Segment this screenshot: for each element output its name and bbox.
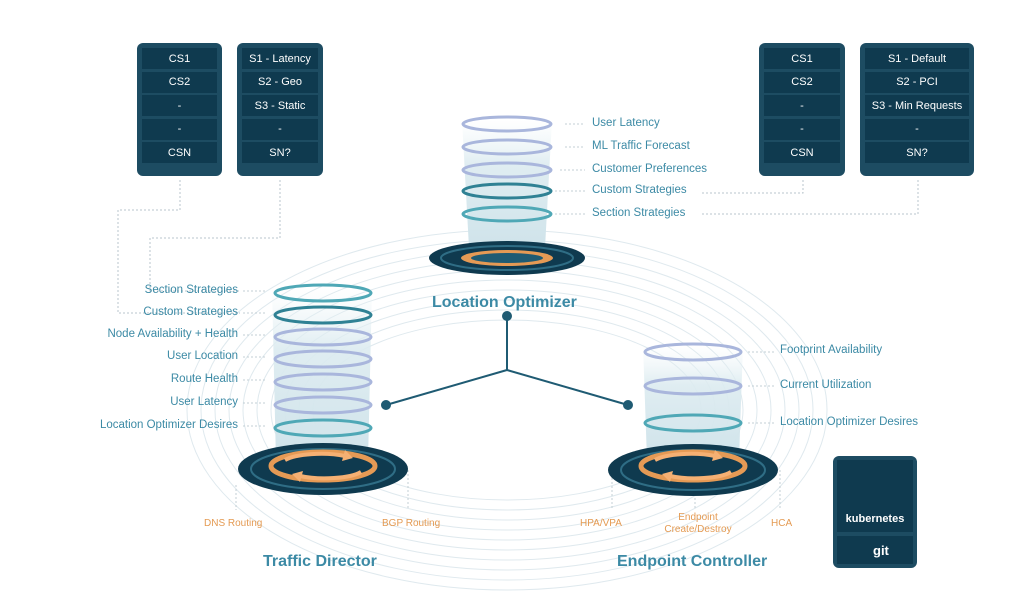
panel-cell: S2 - Geo [242,71,318,93]
traffic-director-title: Traffic Director [263,553,377,570]
panel-left-section-strategies: S1 - Latency S2 - Geo S3 - Static - SN? [237,43,323,176]
panel-cell: - [242,118,318,140]
panel-cell: - [764,95,840,116]
panel-cell: CS1 [142,48,217,69]
td-input-label: User Location [167,350,238,362]
kubernetes-label: kubernetes [845,513,905,525]
lo-input-label: Custom Strategies [592,184,687,196]
panel-cell: - [764,118,840,140]
ec-input-label: Current Utilization [780,379,872,391]
td-input-label: Custom Strategies [143,306,238,318]
td-input-label: Node Availability + Health [107,328,238,340]
endpoint-controller-title: Endpoint Controller [617,553,768,570]
panel-right-section-strategies: S1 - Default S2 - PCI S3 - Min Requests … [860,43,974,176]
endpoint-controller-stack [608,342,778,496]
td-input-label: User Latency [170,396,238,408]
location-optimizer-title: Location Optimizer [432,294,577,311]
panel-cell: SN? [242,142,318,163]
kubernetes-git-badge: kubernetes git [833,456,917,568]
lo-input-label: ML Traffic Forecast [592,140,690,152]
panel-cell: S3 - Static [242,95,318,116]
panel-cell: S2 - PCI [865,71,969,93]
lo-input-label: User Latency [592,117,660,129]
lo-input-label: Section Strategies [592,207,686,219]
tri-connector [381,311,633,410]
panel-cell: S3 - Min Requests [865,95,969,116]
ec-output-endpoint: Endpoint Create/Destroy [664,512,732,536]
panel-cell: CSN [764,142,840,163]
git-label: git [873,543,889,558]
ec-input-label: Footprint Availability [780,344,883,356]
ec-input-label: Location Optimizer Desires [780,416,919,428]
panel-cell: - [142,95,217,116]
panel-cell: S1 - Default [865,48,969,69]
td-output-bgp: BGP Routing [382,518,441,529]
panel-cell: CS2 [764,71,840,93]
panel-cell: - [865,118,969,140]
panel-cell: SN? [865,142,969,163]
traffic-director-stack [238,283,408,495]
lo-input-label: Customer Preferences [592,163,708,175]
td-input-label: Section Strategies [144,284,238,296]
td-input-label: Route Health [170,373,238,385]
git-badge: git [837,536,913,564]
ec-output-endpoint-line2: Create/Destroy [664,524,732,535]
td-input-label: Location Optimizer Desires [99,419,238,431]
ec-output-hpa: HPA/VPA [580,518,622,529]
ec-output-endpoint-line1: Endpoint [678,512,718,523]
panel-cell: CS2 [142,71,217,93]
label-leaders [235,123,781,510]
panel-right-custom-strategies: CS1 CS2 - - CSN [759,43,845,176]
panel-connectors [117,180,919,314]
location-optimizer-stack [429,115,585,275]
ec-output-hca: HCA [771,518,793,529]
panel-cell: CS1 [764,48,840,69]
kubernetes-badge: kubernetes [837,460,913,532]
td-output-dns: DNS Routing [204,518,263,529]
panel-cell: S1 - Latency [242,48,318,69]
panel-cell: CSN [142,142,217,163]
panel-cell: - [142,118,217,140]
panel-left-custom-strategies: CS1 CS2 - - CSN [137,43,222,176]
